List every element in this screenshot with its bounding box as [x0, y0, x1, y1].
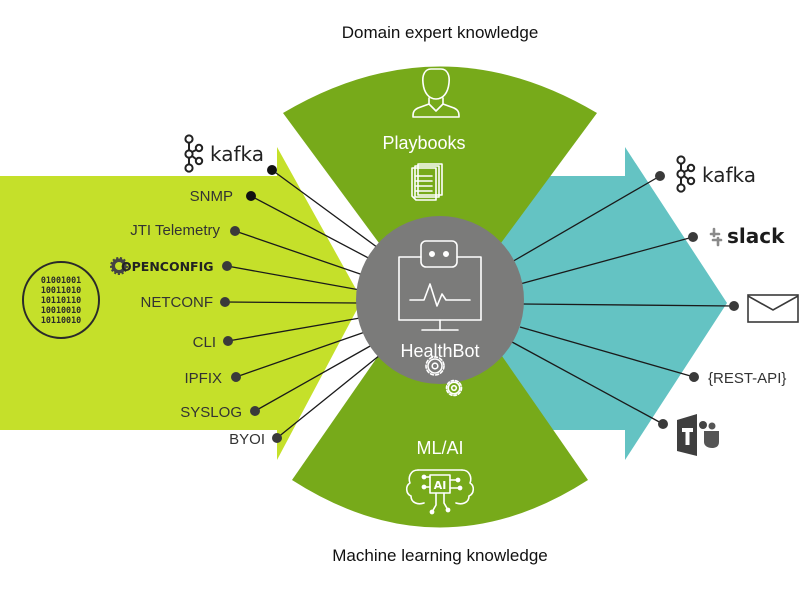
source-label: SYSLOG [180, 404, 242, 421]
kafka-icon [676, 155, 696, 193]
sink-kafka: kafka [676, 155, 756, 193]
binary-row: 10110110 [41, 295, 81, 305]
top-wedge-label: Playbooks [382, 133, 465, 153]
binary-row: 01001001 [41, 275, 81, 285]
connector-dot [220, 297, 230, 307]
source-label: kafka [210, 142, 264, 166]
connector-dot [729, 301, 739, 311]
source-label: SNMP [190, 188, 233, 205]
binary-row: 10011010 [41, 285, 81, 295]
source-openconfig: OPENCONFIG [110, 257, 214, 275]
connector-dot [246, 191, 256, 201]
connector-dot [267, 165, 277, 175]
connector-dot [689, 372, 699, 382]
connector-teams [511, 341, 664, 425]
connector-kafka-out [509, 175, 661, 264]
connector-dot [688, 232, 698, 242]
connector-dot [223, 336, 233, 346]
microsoft-teams-icon [677, 414, 719, 456]
connector-email [521, 303, 735, 307]
sink-label: kafka [702, 163, 756, 187]
source-label: IPFIX [184, 370, 222, 387]
connector-cli [227, 317, 361, 342]
source-kafka: kafka [184, 134, 264, 173]
kafka-icon [184, 134, 204, 173]
bottom-wedge [292, 310, 588, 528]
connector-rest [519, 326, 695, 378]
source-label: CLI [193, 334, 216, 351]
connector-dot [230, 226, 240, 236]
connector-dot [222, 261, 232, 271]
bottom-wedge-label: ML/AI [416, 438, 463, 458]
person-icon [412, 68, 460, 118]
connector-jti [234, 230, 367, 277]
connector-dot [231, 372, 241, 382]
connector-dot [655, 171, 665, 181]
source-label: JTI Telemetry [130, 222, 220, 239]
source-label: OPENCONFIG [121, 259, 214, 274]
email-envelope-icon [747, 294, 799, 323]
robot-monitor-icon [398, 240, 482, 331]
ai-brain-icon: AI [405, 469, 475, 515]
input-arrow [0, 147, 362, 460]
sink-label: {REST-API} [708, 370, 786, 387]
connector-snmp [250, 195, 377, 263]
connector-ipfix [235, 331, 366, 378]
source-label: NETCONF [141, 294, 214, 311]
caption-top: Domain expert knowledge [342, 23, 539, 42]
top-wedge [283, 66, 597, 285]
source-label: BYOI [229, 431, 265, 448]
connector-openconfig [226, 265, 361, 291]
openconfig-gear-icon [110, 257, 128, 275]
connector-slack [519, 236, 694, 285]
svg-text:AI: AI [434, 479, 447, 492]
slack-icon [709, 227, 723, 247]
gears-icon [425, 356, 463, 397]
documents-icon [411, 163, 443, 201]
binary-data-icon: 01001001 10011010 10110110 10010010 1011… [22, 261, 100, 339]
caption-bottom: Machine learning knowledge [332, 546, 547, 565]
connector-byoi [276, 354, 381, 439]
binary-row: 10010010 [41, 305, 81, 315]
connector-dot [272, 433, 282, 443]
connector-kafka-in [271, 169, 386, 254]
connector-netconf [224, 301, 359, 304]
connector-syslog [254, 344, 373, 412]
input-connectors [224, 169, 386, 439]
sink-label: slack [727, 224, 785, 248]
output-connectors [509, 175, 735, 425]
hub-label: HealthBot [400, 341, 479, 361]
binary-row: 10110010 [41, 315, 81, 325]
connector-dot [250, 406, 260, 416]
sink-slack: slack [709, 224, 785, 248]
connector-dot [658, 419, 668, 429]
